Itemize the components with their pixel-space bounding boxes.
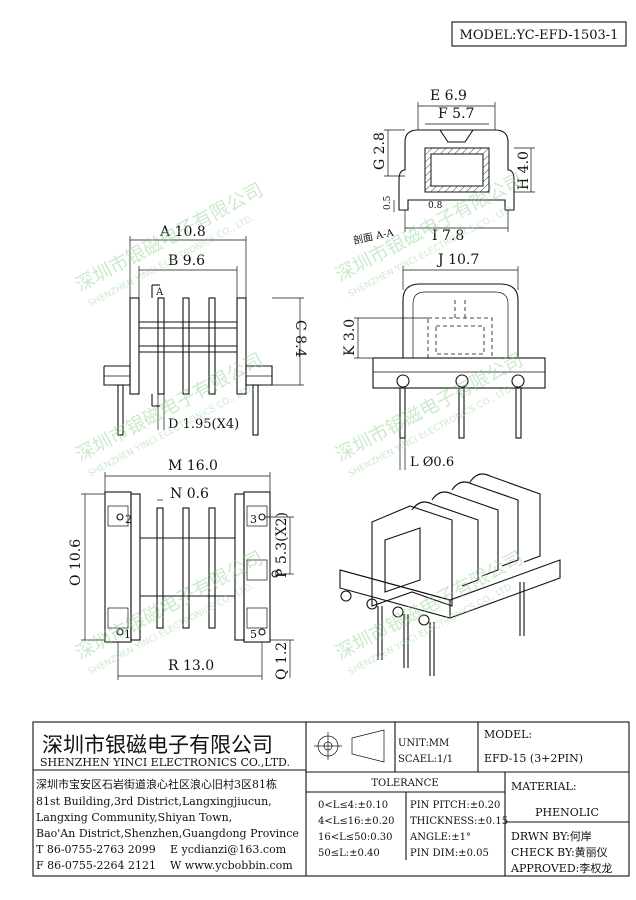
pin-5-label: 5: [250, 628, 257, 641]
section-mark-top: A: [155, 287, 164, 298]
watermarks: 深圳市银磁电子有限公司 SHENZHEN YINCI ELECTRONICS C…: [72, 169, 527, 678]
scale-text: SCAEL:1/1: [398, 754, 453, 765]
dim-b: B 9.6: [168, 253, 205, 269]
dim-r: R 13.0: [168, 658, 214, 674]
projection-symbol-icon: [314, 729, 385, 763]
unit-text: UNIT:MM: [398, 738, 449, 749]
dim-n: N 0.6: [170, 486, 209, 502]
dim-a: A 10.8: [159, 224, 206, 240]
contact-tel: T 86-0755-2763 2099: [36, 843, 156, 856]
watermark-cn-4: 深圳市银磁电子有限公司: [332, 349, 527, 467]
isometric-view: [339, 473, 561, 676]
model-value: EFD-15 (3+2PIN): [484, 752, 583, 765]
watermark-cn-3: 深圳市银磁电子有限公司: [72, 349, 267, 467]
title-block: 深圳市银磁电子有限公司 SHENZHEN YINCI ELECTRONICS C…: [32, 721, 630, 877]
pin-2-label: 2: [125, 513, 132, 526]
tolerance-title: TOLERANCE: [371, 778, 438, 789]
watermark-cn-1: 深圳市银磁电子有限公司: [72, 179, 267, 297]
company-name-cn: 深圳市银磁电子有限公司: [42, 733, 273, 757]
company-name-en: SHENZHEN YINCI ELECTRONICS CO.,LTD.: [40, 756, 290, 769]
side-view: J 10.7 K 3.0 L Ø0.6: [342, 252, 546, 470]
pin-3-label: 3: [250, 513, 257, 526]
watermark-cn-5: 深圳市银磁电子有限公司: [72, 547, 267, 665]
address-line-4: Bao'An District,Shenzhen,Guangdong Provi…: [36, 827, 299, 840]
tolerance-row-2: 4<L≤16:±0.20: [318, 816, 395, 827]
approved-by: APPROVED:李权龙: [510, 861, 612, 875]
front-view: A A 10.8 B 9.6 C 8.4 D 1.95(X4): [103, 224, 308, 436]
thickness: THICKNESS:±0.15: [410, 816, 508, 827]
dim-d: D 1.95(X4): [168, 417, 239, 432]
tolerance-row-1: 0<L≤4:±0.10: [318, 800, 388, 811]
tolerance-row-3: 16<L≤50:0.30: [318, 832, 392, 843]
tolerance-row-4: 50≤L:±0.40: [318, 848, 380, 859]
model-label: MODEL:: [484, 728, 532, 741]
dim-l: L Ø0.6: [410, 455, 454, 470]
check-by: CHECK BY:黄丽仪: [511, 845, 608, 859]
bottom-view: 2 1 3 5 M 16.0 N 0.6 O 10.6 P 5.3(X2) Q …: [68, 458, 294, 680]
dim-q: Q 1.2: [274, 642, 290, 680]
dim-p: P 5.3(X2): [274, 512, 290, 578]
angle: ANGLE:±1°: [409, 832, 471, 843]
model-header-text: MODEL:YC-EFD-1503-1: [460, 28, 619, 43]
dim-05: 0.5: [383, 195, 393, 210]
address-line-3: Langxing Community,Shiyan Town,: [36, 811, 232, 824]
material-label: MATERIAL:: [511, 780, 577, 793]
contact-email: E ycdianzi@163.com: [170, 843, 287, 856]
pin-dim: PIN DIM:±0.05: [410, 848, 489, 859]
dim-g: G 2.8: [372, 132, 388, 170]
dim-h: H 4.0: [516, 151, 532, 190]
pin-1-label: 1: [124, 628, 131, 641]
dim-m: M 16.0: [168, 458, 218, 474]
dim-c: C 8.4: [292, 320, 308, 358]
drawn-by: DRWN BY:何岸: [511, 830, 592, 843]
address-line-1: 深圳市宝安区石岩街道浪心社区浪心旧村3区81栋: [36, 777, 277, 791]
dim-k: K 3.0: [342, 319, 358, 356]
dim-i: I 7.8: [432, 228, 464, 244]
contact-fax: F 86-0755-2264 2121: [36, 859, 156, 872]
dim-08: 0.8: [428, 201, 443, 211]
material-value: PHENOLIC: [535, 806, 599, 819]
dim-j: J 10.7: [436, 252, 479, 268]
dim-e: E 6.9: [430, 88, 467, 104]
contact-web: W www.ycbobbin.com: [170, 859, 293, 872]
dim-o: O 10.6: [68, 539, 84, 586]
address-line-2: 81st Building,3rd District,Langxingjiucu…: [36, 795, 272, 808]
section-view: E 6.9 F 5.7 G 2.8 H 4.0 0.5 0.8 I 7.8 剖面…: [352, 88, 535, 247]
pin-pitch: PIN PITCH:±0.20: [410, 800, 500, 811]
model-header: MODEL:YC-EFD-1503-1: [451, 21, 627, 47]
dim-f: F 5.7: [438, 106, 474, 122]
